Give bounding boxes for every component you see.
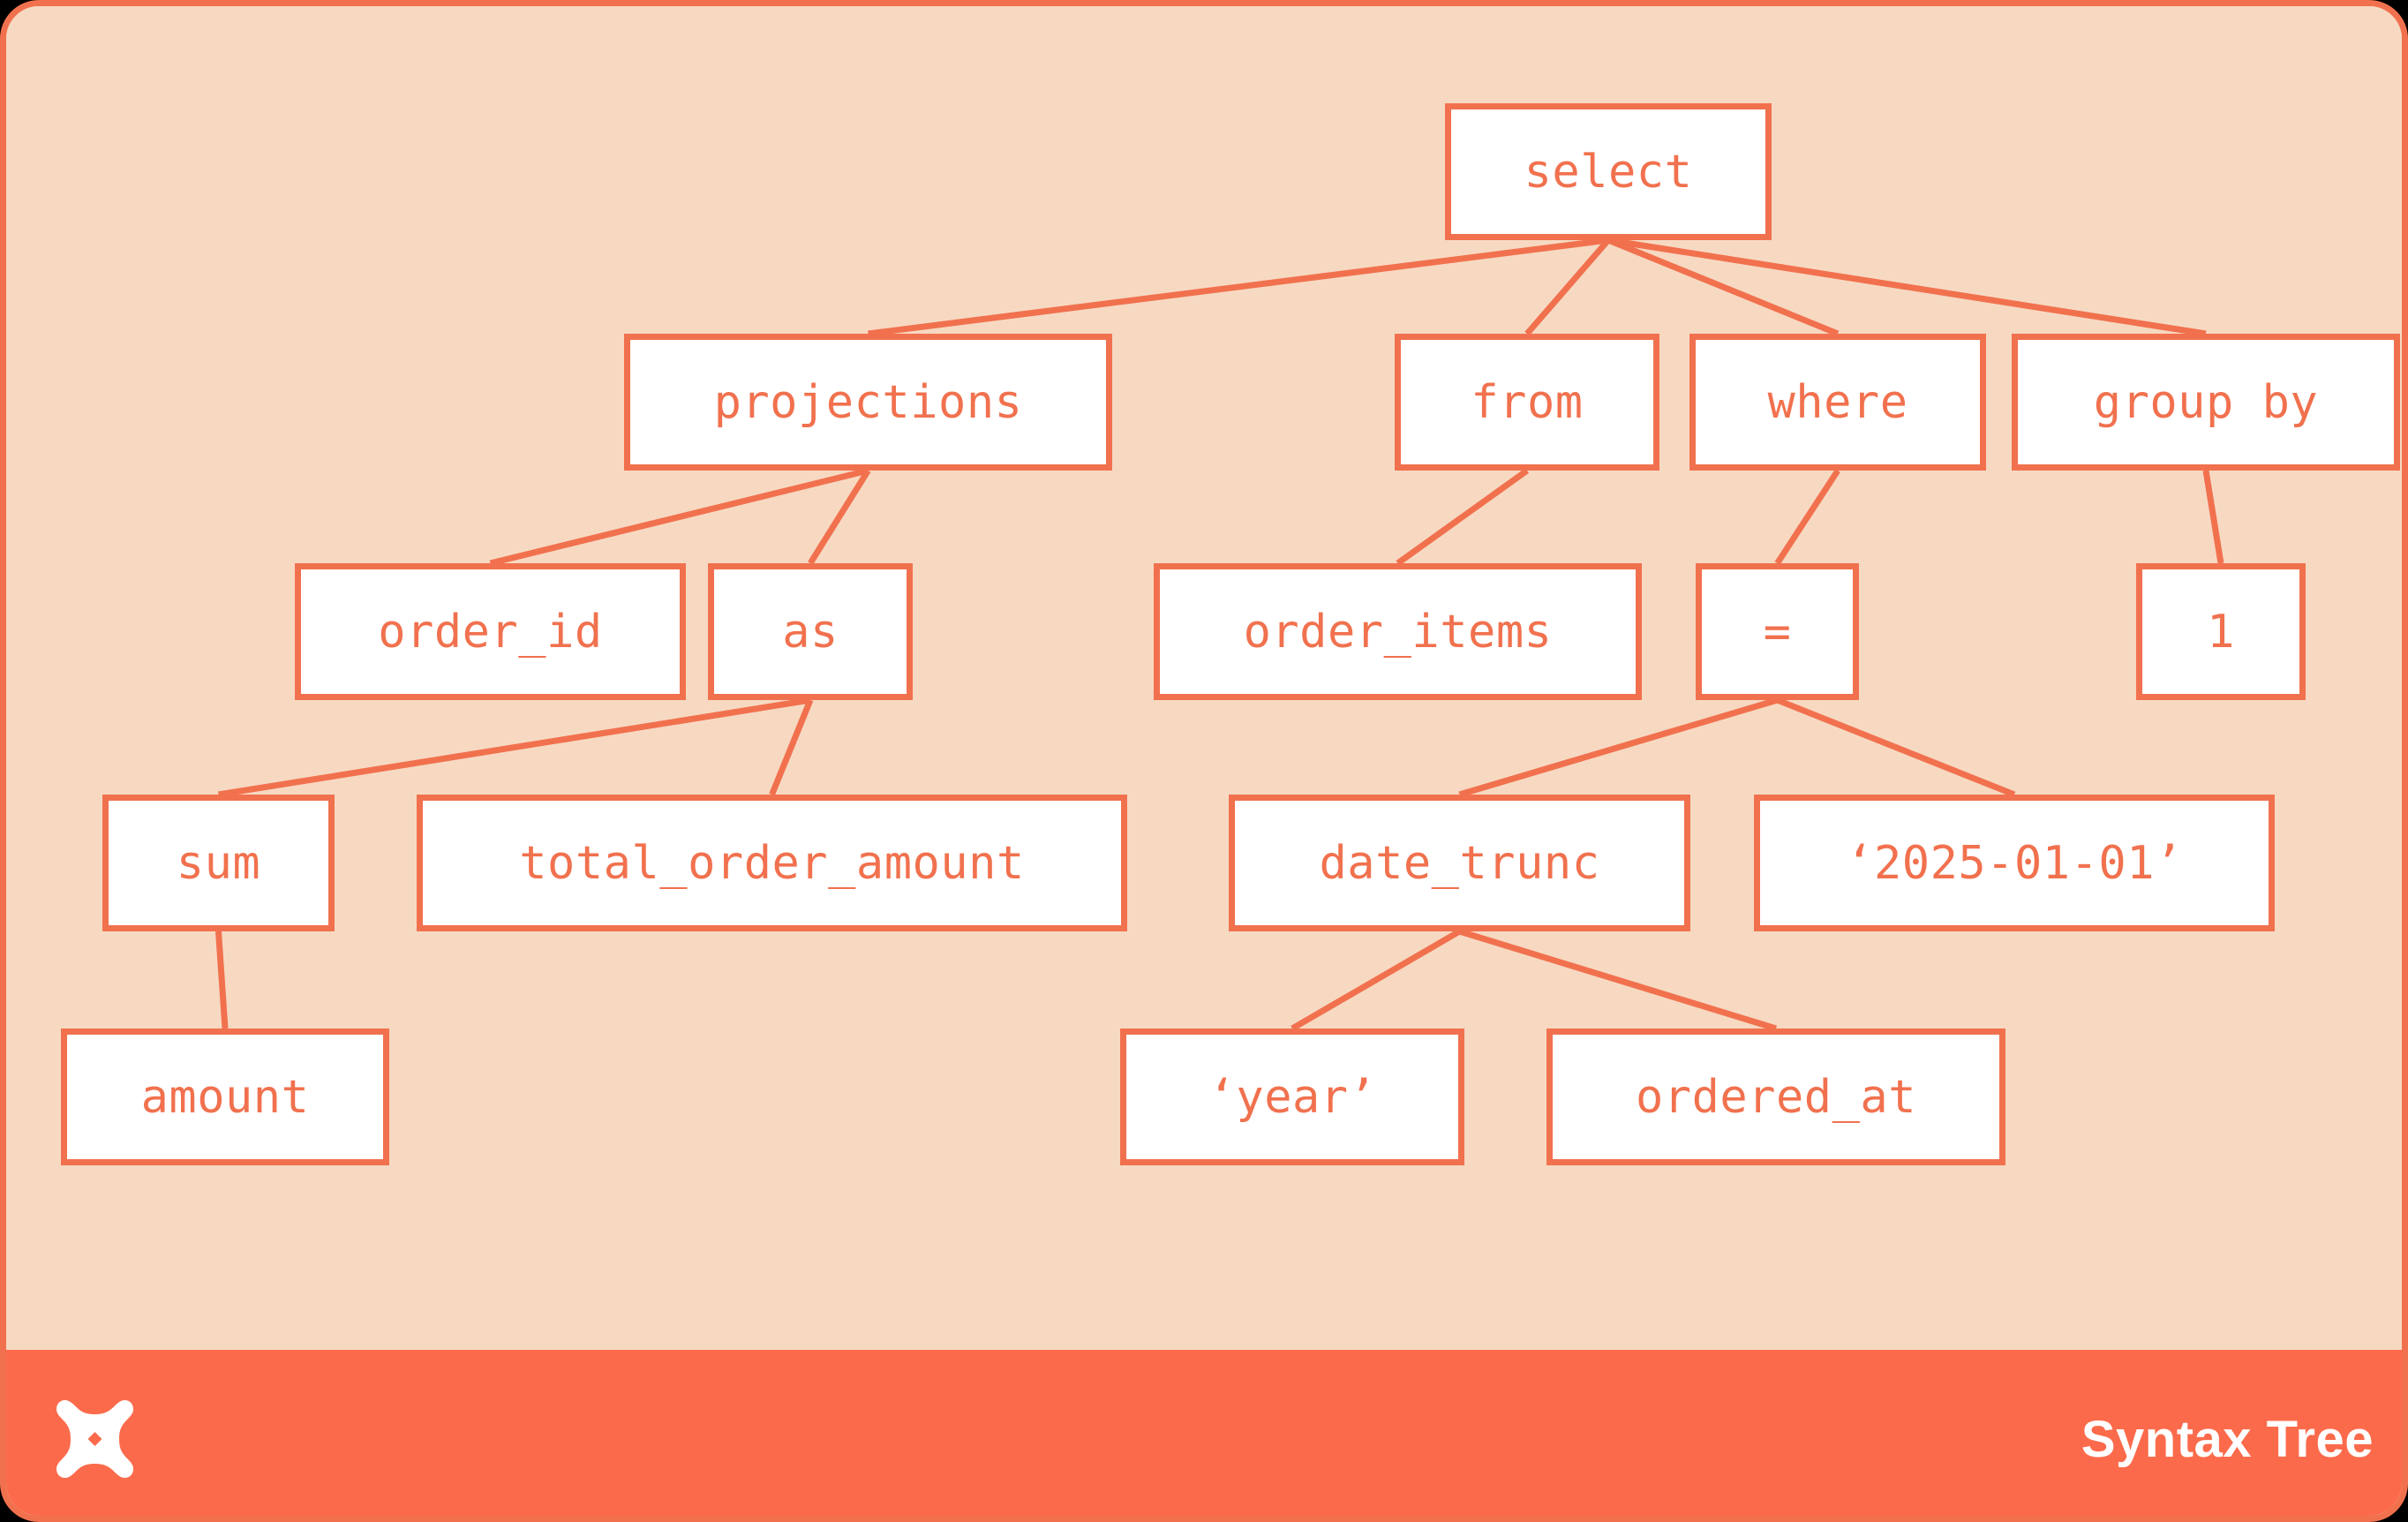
tree-node-label: 1 bbox=[2207, 605, 2235, 659]
tree-node-label: projections bbox=[713, 375, 1023, 429]
tree-node-from[interactable]: from bbox=[1395, 334, 1659, 471]
tree-node-projections[interactable]: projections bbox=[624, 334, 1112, 471]
tree-node-date-trunc[interactable]: date_trunc bbox=[1229, 795, 1690, 931]
tree-node-total-order-amount[interactable]: total_order_amount bbox=[417, 795, 1127, 931]
tree-node-label: total_order_amount bbox=[519, 836, 1025, 890]
tree-node-order-id[interactable]: order_id bbox=[295, 563, 686, 700]
tree-edge-projections-to-as bbox=[808, 469, 871, 565]
tree-node-label: amount bbox=[140, 1070, 310, 1124]
tree-node-as[interactable]: as bbox=[708, 563, 913, 700]
tree-node-label: group by bbox=[2093, 375, 2319, 429]
tree-node-label: as bbox=[782, 605, 839, 659]
tree-edge-select-to-where bbox=[1607, 237, 1840, 337]
tree-node-year-literal[interactable]: ‘year’ bbox=[1120, 1028, 1464, 1165]
tree-edge-sum-to-amount bbox=[215, 931, 229, 1029]
tree-node-amount[interactable]: amount bbox=[61, 1028, 389, 1165]
tree-node-order-items[interactable]: order_items bbox=[1154, 563, 1642, 700]
tree-node-label: from bbox=[1471, 375, 1584, 429]
tree-edge-eq-to-date-trunc bbox=[1458, 697, 1779, 798]
footer-title: Syntax Tree bbox=[2081, 1410, 2374, 1468]
tree-edge-from-to-order-items bbox=[1396, 468, 1530, 566]
tree-edge-group-by-to-one bbox=[2202, 470, 2224, 564]
tree-edge-eq-to-date-literal bbox=[1776, 697, 2016, 798]
tree-node-date-literal[interactable]: ‘2025-01-01’ bbox=[1754, 795, 2275, 931]
tree-edge-select-to-from bbox=[1524, 237, 1611, 336]
tree-node-label: = bbox=[1763, 605, 1792, 659]
tree-node-label: select bbox=[1524, 145, 1693, 199]
tree-edge-where-to-eq bbox=[1774, 469, 1840, 565]
footer-bar: Syntax Tree bbox=[6, 1350, 2402, 1516]
tree-node-label: ‘year’ bbox=[1208, 1070, 1377, 1124]
tree-node-one[interactable]: 1 bbox=[2136, 563, 2306, 700]
tree-node-select[interactable]: select bbox=[1445, 103, 1772, 240]
diagram-canvas: select projections from where group by order_… bbox=[6, 6, 2402, 1350]
tree-node-label: where bbox=[1767, 375, 1908, 429]
tree-node-where[interactable]: where bbox=[1689, 334, 1986, 471]
tree-node-label: order_id bbox=[378, 605, 603, 659]
tree-node-label: order_items bbox=[1243, 605, 1553, 659]
tree-node-sum[interactable]: sum bbox=[102, 795, 335, 931]
tree-node-label: ordered_at bbox=[1635, 1070, 1917, 1124]
tree-edge-date-trunc-to-year-literal bbox=[1291, 928, 1462, 1032]
tree-edge-date-trunc-to-ordered-at bbox=[1458, 928, 1778, 1032]
tree-edge-as-to-sum bbox=[217, 697, 811, 798]
tree-edge-select-to-projections bbox=[868, 237, 1609, 337]
x-star-logo-icon bbox=[56, 1400, 133, 1478]
tree-node-ordered-at[interactable]: ordered_at bbox=[1546, 1028, 2005, 1165]
tree-node-label: date_trunc bbox=[1319, 836, 1600, 890]
tree-node-label: ‘2025-01-01’ bbox=[1846, 836, 2183, 890]
tree-node-group-by[interactable]: group by bbox=[2012, 334, 2400, 471]
tree-node-eq[interactable]: = bbox=[1696, 563, 1859, 700]
tree-node-label: sum bbox=[176, 836, 261, 890]
tree-edge-projections-to-order-id bbox=[489, 467, 869, 567]
tree-edge-as-to-total-order-amount bbox=[769, 698, 814, 796]
tree-edge-select-to-group-by bbox=[1607, 237, 2207, 337]
